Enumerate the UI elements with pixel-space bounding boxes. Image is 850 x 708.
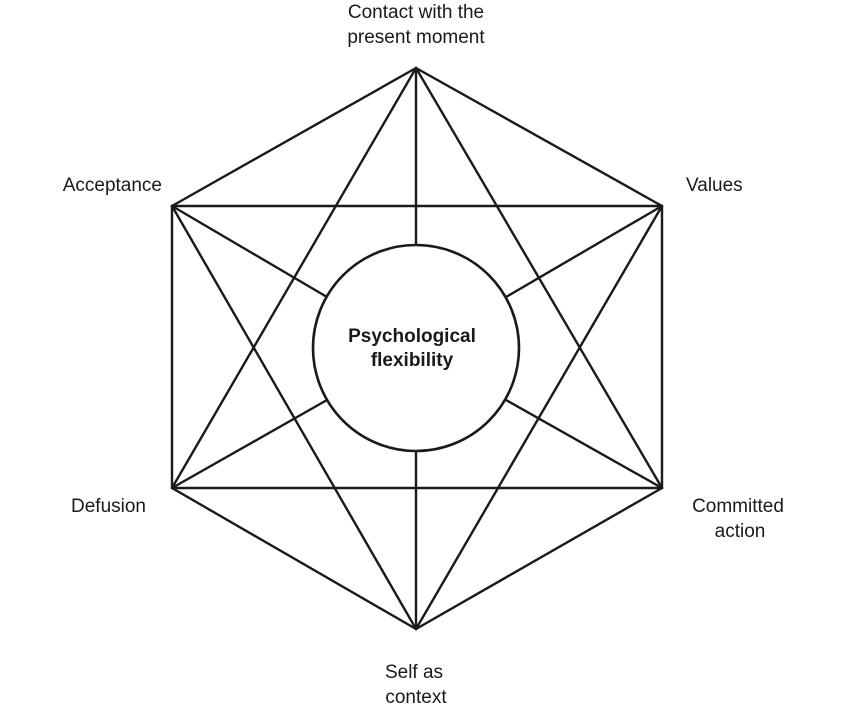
node-label-acceptance: Acceptance [63, 175, 162, 196]
node-label-top-line2: present moment [347, 27, 485, 48]
center-circle [311, 243, 521, 453]
edge-upper-left-top [170, 66, 418, 208]
spoke-upper-left [170, 204, 329, 299]
node-label-bottom-line2: context [385, 687, 447, 708]
edge-lower-right-bottom [414, 486, 664, 631]
spoke-lower-left [170, 398, 329, 490]
spoke-upper-right [504, 204, 664, 299]
node-label-values: Values [686, 175, 743, 196]
outer-hexagon [170, 66, 664, 631]
edge-bottom-lower-left [170, 486, 418, 631]
spoke-lower-right [504, 398, 664, 490]
node-label-defusion: Defusion [71, 496, 146, 517]
node-label-committed-line2: action [715, 521, 766, 542]
node-label-top-line1: Contact with the [348, 2, 484, 23]
center-label-line1: Psychological [348, 326, 476, 347]
node-label-committed-line1: Committed [692, 496, 784, 517]
center-label-line2: flexibility [371, 350, 454, 371]
edge-top-upper-right [414, 66, 664, 208]
node-label-bottom-line1: Self as [385, 662, 443, 683]
center-spokes [170, 66, 664, 631]
